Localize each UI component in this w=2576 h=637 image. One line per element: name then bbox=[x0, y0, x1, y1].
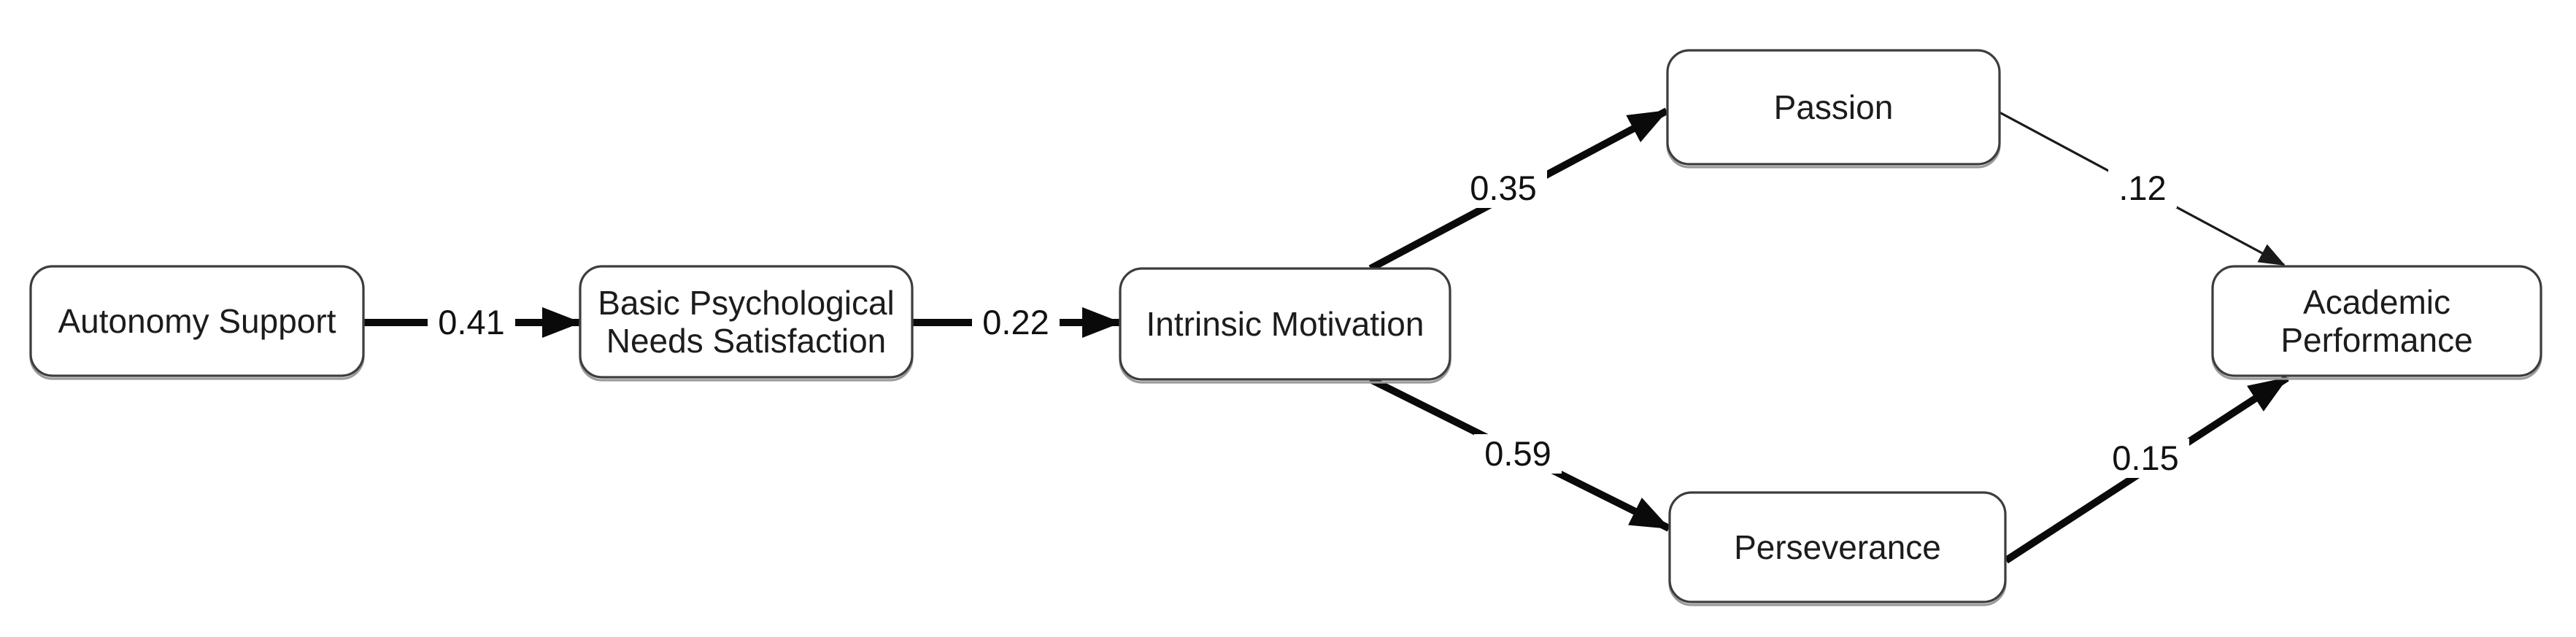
node-intrinsic-motivation: Intrinsic Motivation bbox=[1119, 267, 1451, 384]
node-box bbox=[2211, 265, 2542, 377]
edge-coefficient-label: 0.35 bbox=[1470, 169, 1536, 207]
edge-label-background bbox=[2108, 169, 2177, 208]
edge-labels-layer: 0.41 0.22 0.35 0.59 .12 0.15 bbox=[428, 169, 2189, 478]
edge-label-background bbox=[1459, 169, 1547, 208]
edge-label-background bbox=[1474, 434, 1562, 474]
edge-coefficient-label: .12 bbox=[2118, 169, 2166, 207]
node-box bbox=[29, 265, 365, 377]
node-label: Intrinsic Motivation bbox=[1146, 305, 1424, 343]
node-box bbox=[1666, 49, 2001, 166]
node-label: Perseverance bbox=[1734, 528, 1941, 566]
node-box bbox=[1668, 491, 2007, 603]
edge-label-background bbox=[428, 303, 515, 342]
edge-label-background bbox=[972, 303, 1060, 342]
edge-coefficient-label: 0.59 bbox=[1484, 434, 1551, 473]
node-box bbox=[1119, 267, 1451, 381]
node-perseverance: Perseverance bbox=[1668, 491, 2007, 606]
node-box bbox=[579, 265, 914, 379]
edge-coefficient-label: 0.15 bbox=[2112, 439, 2178, 477]
edge-coefficient-label: 0.22 bbox=[982, 303, 1049, 341]
node-label: Autonomy Support bbox=[58, 302, 336, 340]
node-autonomy-support: Autonomy Support bbox=[29, 265, 365, 380]
edge-coefficient-label: 0.41 bbox=[438, 303, 504, 341]
node-label: Passion bbox=[1774, 88, 1894, 126]
node-passion: Passion bbox=[1666, 49, 2001, 169]
edge-label-background bbox=[2102, 439, 2189, 478]
